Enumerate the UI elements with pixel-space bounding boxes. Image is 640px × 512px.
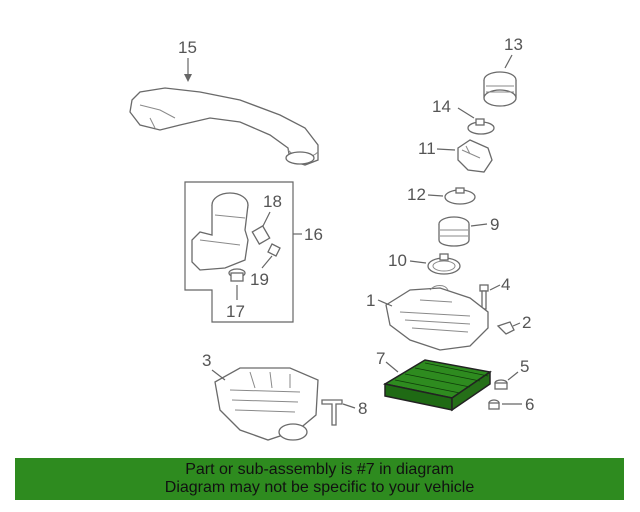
callout-18: 18 [263,192,282,211]
leader-5 [507,371,519,381]
part-19-clip[interactable] [267,243,281,257]
leader-2 [512,322,521,327]
leader-11 [436,148,456,151]
part-13-mass-air-flow-housing[interactable] [483,71,517,107]
callout-5: 5 [520,357,529,376]
leader-13 [504,54,513,69]
banner-line-1: Part or sub-assembly is #7 in diagram [185,461,454,478]
callout-8: 8 [358,399,367,418]
callout-4: 4 [501,275,510,294]
callout-1: 1 [366,291,375,310]
part-8-bracket[interactable] [321,399,343,426]
callout-2: 2 [522,313,531,332]
part-15-intake-duct[interactable] [129,87,319,166]
callout-3: 3 [202,351,211,370]
resonator-box-outline [184,181,294,323]
part-12-clamp[interactable] [444,187,476,205]
leader-18 [262,211,271,227]
part-4-bolt[interactable] [479,284,489,310]
callout-17: 17 [226,302,245,321]
part-18-clip[interactable] [251,225,271,245]
part-14-clamp[interactable] [467,118,495,135]
leader-4 [489,284,501,291]
leader-1 [377,299,393,307]
callout-15: 15 [178,38,197,57]
callout-6: 6 [525,395,534,414]
callout-7: 7 [376,349,385,368]
callout-9: 9 [490,215,499,234]
callout-14: 14 [432,97,451,116]
callout-19: 19 [250,270,269,289]
part-3-air-cleaner-housing[interactable] [214,367,319,441]
leader-9 [470,223,488,227]
part-17-grommet[interactable] [228,268,246,282]
parts-diagram: 15 16 18 19 17 13 14 [129,35,534,441]
callout-13: 13 [504,35,523,54]
part-10-clamp[interactable] [427,253,461,275]
part-16-resonator[interactable] [191,192,249,271]
part-5-grommet[interactable] [494,379,508,390]
info-banner: Part or sub-assembly is #7 in diagram Di… [15,458,624,500]
leader-12 [427,194,444,197]
banner-line-2: Diagram may not be specific to your vehi… [164,479,475,496]
part-2-clip[interactable] [496,321,515,335]
leader-3 [211,369,226,381]
callout-12: 12 [407,185,426,204]
leader-8 [342,403,356,409]
callout-11: 11 [418,139,436,158]
leader-10 [409,260,427,264]
part-7-air-filter[interactable] [382,359,492,412]
part-9-connector[interactable] [438,216,470,247]
part-6-bushing[interactable] [488,399,500,410]
callout-10: 10 [388,251,407,270]
callout-16: 16 [304,225,323,244]
leader-7 [385,361,399,373]
part-1-air-cleaner-cover[interactable] [385,285,489,351]
leader-14 [457,107,475,119]
arrow-15 [184,74,192,82]
leader-19 [261,255,273,269]
part-11-sensor[interactable] [457,139,493,173]
